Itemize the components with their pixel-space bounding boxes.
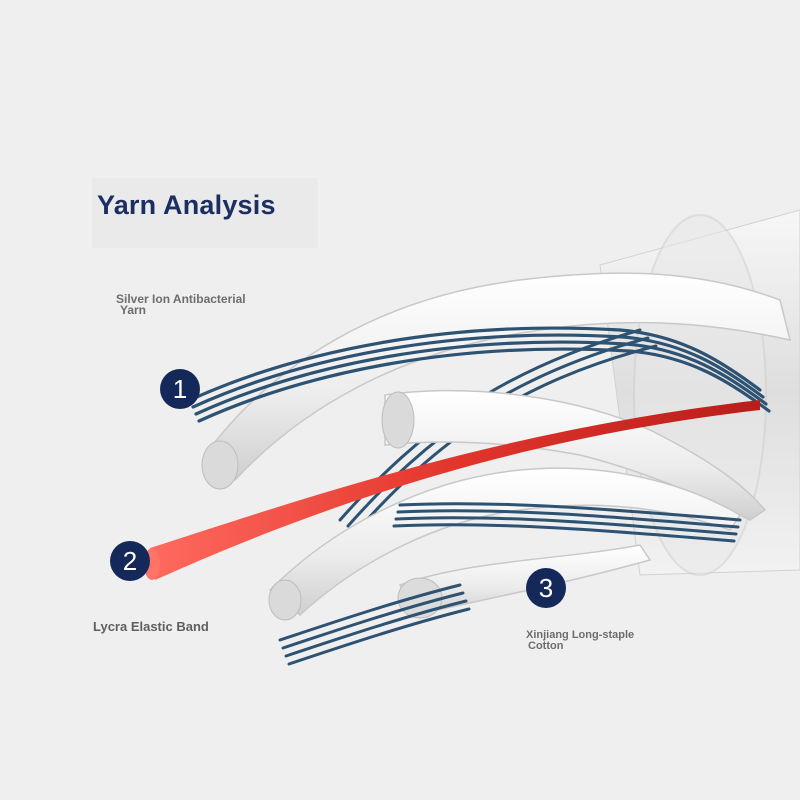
- label-line: Lycra Elastic Band: [93, 619, 209, 634]
- page-title: Yarn Analysis: [97, 190, 276, 221]
- label-silver-ion-yarn: Silver Ion Antibacterial Yarn: [116, 294, 316, 316]
- marker-2: 2: [110, 541, 150, 581]
- label-line: Yarn: [116, 305, 316, 316]
- label-long-staple-cotton: Xinjiang Long-staple Cotton: [526, 630, 686, 652]
- marker-3: 3: [526, 568, 566, 608]
- label-lycra-band: Lycra Elastic Band: [93, 621, 209, 632]
- label-line: Cotton: [526, 641, 686, 652]
- marker-1: 1: [160, 369, 200, 409]
